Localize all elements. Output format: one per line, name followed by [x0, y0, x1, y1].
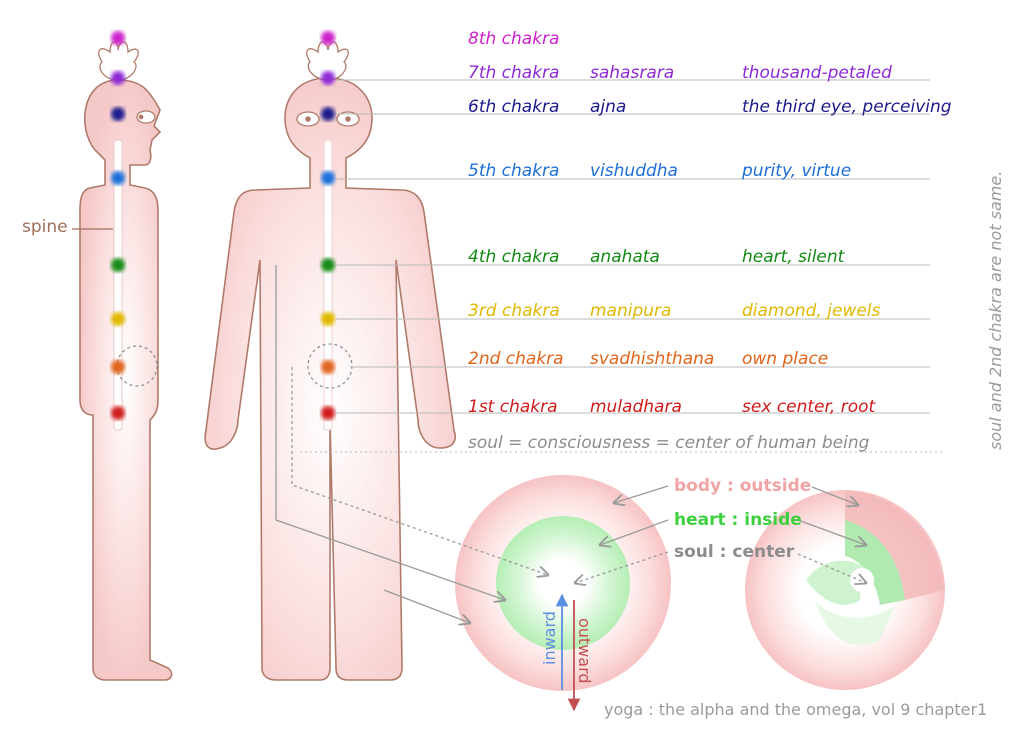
chakra-number: 6th chakra: [468, 97, 560, 117]
chakra-sanskrit-name: manipura: [590, 301, 672, 321]
connector-arrows: [275, 265, 866, 623]
chakra-meaning: own place: [742, 349, 829, 369]
chakra-sanskrit-name: muladhara: [590, 397, 682, 417]
chakra-meaning: thousand-petaled: [742, 63, 892, 83]
side-figure: [72, 41, 173, 681]
side-dot-4: [111, 258, 125, 272]
chakra-sanskrit-name: anahata: [590, 247, 660, 267]
front-dot-8: [321, 31, 335, 45]
chakra-sanskrit-name: sahasrara: [590, 63, 675, 83]
side-dot-5: [111, 171, 125, 185]
side-dot-1: [111, 406, 125, 420]
front-dot-6: [321, 107, 335, 121]
chakra-number: 7th chakra: [468, 63, 560, 83]
heart-inside-label: heart : inside: [674, 510, 802, 530]
chakra-number: 3rd chakra: [468, 301, 560, 321]
sphere-cutaway: [745, 490, 945, 690]
inward-label: inward: [540, 611, 559, 665]
side-chakra-dots: [111, 31, 125, 420]
caption: yoga : the alpha and the omega, vol 9 ch…: [604, 700, 988, 719]
front-dot-1: [321, 406, 335, 420]
front-dot-4: [321, 258, 335, 272]
sphere-cross-section: [455, 475, 671, 691]
front-chakra-dots: [321, 31, 335, 420]
front-dot-2: [321, 360, 335, 374]
side-dot-2: [111, 360, 125, 374]
side-dot-7: [111, 71, 125, 85]
front-dot-3: [321, 312, 335, 326]
soul-definition: soul = consciousness = center of human b…: [468, 433, 870, 453]
chakra-number: 4th chakra: [468, 247, 560, 267]
side-dot-3: [111, 312, 125, 326]
front-figure: [204, 41, 456, 681]
chakra-meaning: sex center, root: [742, 397, 876, 417]
chakra-number: 5th chakra: [468, 161, 560, 181]
chakra-sanskrit-name: ajna: [590, 97, 627, 117]
chakra-sanskrit-name: vishuddha: [590, 161, 678, 181]
leader-lines: [300, 79, 945, 453]
chakra-meaning: heart, silent: [742, 247, 845, 267]
spine-label: spine: [22, 217, 68, 237]
side-dot-8: [111, 31, 125, 45]
chakra-meaning: purity, virtue: [742, 161, 852, 181]
side-dot-6: [111, 107, 125, 121]
chakra-number: 1st chakra: [468, 397, 558, 417]
front-dot-7: [321, 71, 335, 85]
chakra-meaning: diamond, jewels: [742, 301, 881, 321]
side-note: soul and 2nd chakra are not same.: [986, 170, 1005, 450]
chakra-number: 2nd chakra: [468, 349, 564, 369]
front-dot-5: [321, 171, 335, 185]
outward-label: outward: [575, 618, 594, 684]
chakra-sanskrit-name: svadhishthana: [590, 349, 715, 369]
chakra-number: 8th chakra: [468, 29, 560, 49]
soul-center-label: soul : center: [674, 542, 795, 562]
chakra-meaning: the third eye, perceiving: [742, 97, 952, 117]
body-outside-label: body : outside: [674, 476, 812, 496]
